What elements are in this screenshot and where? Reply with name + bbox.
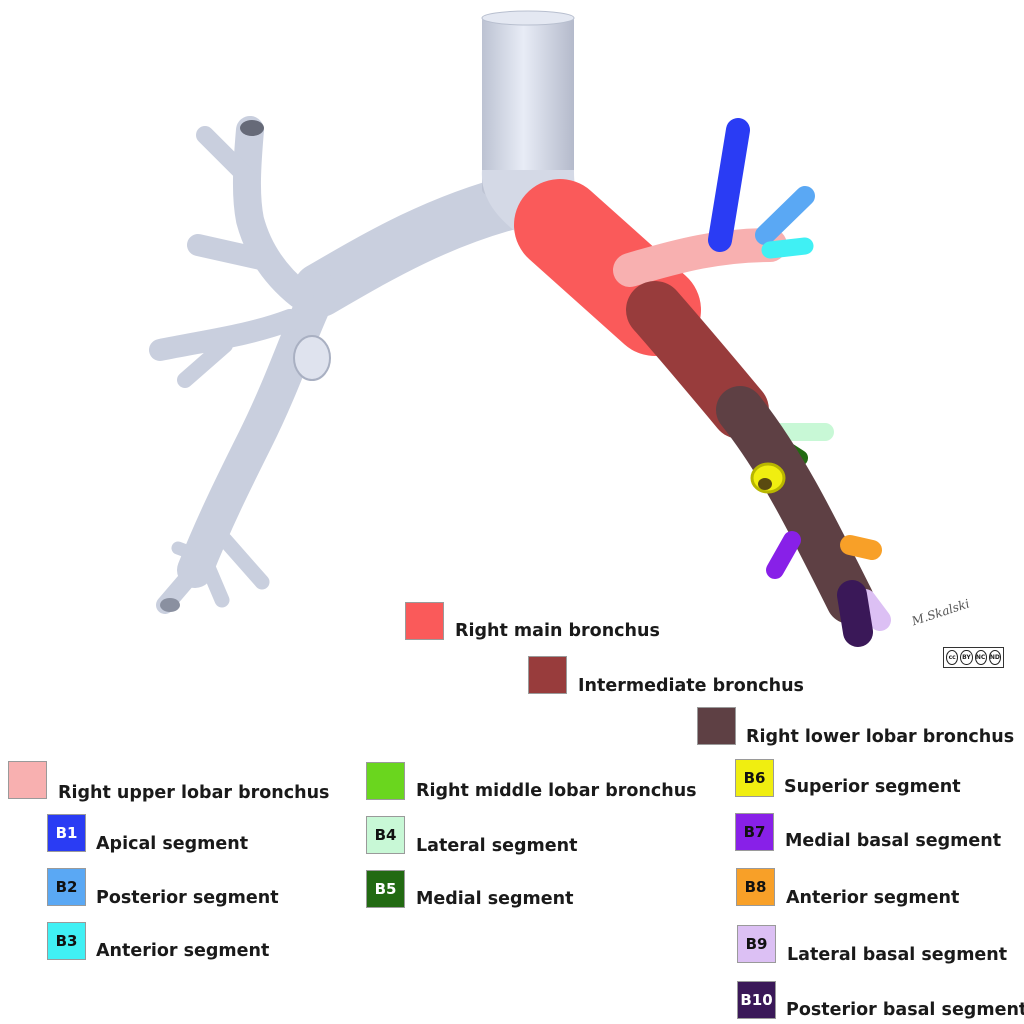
nc-icon: NC: [974, 650, 987, 665]
legend-label-lower-lobar-bronchus: Right lower lobar bronchus: [746, 727, 1015, 747]
legend-label-middle-lobar-bronchus: Right middle lobar bronchus: [416, 781, 697, 801]
legend-swatch-b4: B4: [366, 816, 405, 854]
legend-label-b10: Posterior basal segment: [786, 1000, 1024, 1020]
legend-swatch-b2: B2: [47, 868, 86, 906]
legend-swatch-upper-lobar-bronchus: [8, 761, 47, 799]
right-bronchial-tree: [514, 118, 891, 647]
cc-license-badge[interactable]: cc BY NC ND: [943, 647, 1004, 668]
legend-swatch-b5: B5: [366, 870, 405, 908]
legend-swatch-b10: B10: [737, 981, 776, 1019]
cc-icon: cc: [946, 650, 959, 665]
legend-swatch-b6: B6: [735, 759, 774, 797]
legend-swatch-b3: B3: [47, 922, 86, 960]
legend-swatch-main-bronchus: [405, 602, 444, 640]
legend-label-b8: Anterior segment: [786, 888, 960, 908]
legend-label-b2: Posterior segment: [96, 888, 279, 908]
legend-label-b9: Lateral basal segment: [787, 945, 1008, 965]
legend-label-b1: Apical segment: [96, 834, 249, 854]
left-bronchial-tree: [149, 116, 547, 614]
legend-label-intermediate-bronchus: Intermediate bronchus: [578, 676, 804, 696]
legend-swatch-b8: B8: [736, 868, 775, 906]
legend-swatch-intermediate-bronchus: [528, 656, 567, 694]
legend-swatch-middle-lobar-bronchus: [366, 762, 405, 800]
legend-label-b7: Medial basal segment: [785, 831, 1002, 851]
legend-swatch-b1: B1: [47, 814, 86, 852]
legend-swatch-lower-lobar-bronchus: [697, 707, 736, 745]
by-icon: BY: [960, 650, 973, 665]
legend-label-main-bronchus: Right main bronchus: [455, 621, 660, 641]
legend-label-b6: Superior segment: [784, 777, 961, 797]
nd-icon: ND: [988, 650, 1001, 665]
legend-swatch-b9: B9: [737, 925, 776, 963]
legend-label-b4: Lateral segment: [416, 836, 578, 856]
legend-label-upper-lobar-bronchus: Right upper lobar bronchus: [58, 783, 330, 803]
legend-label-b5: Medial segment: [416, 889, 574, 909]
legend-label-b3: Anterior segment: [96, 941, 270, 961]
legend-swatch-b7: B7: [735, 813, 774, 851]
